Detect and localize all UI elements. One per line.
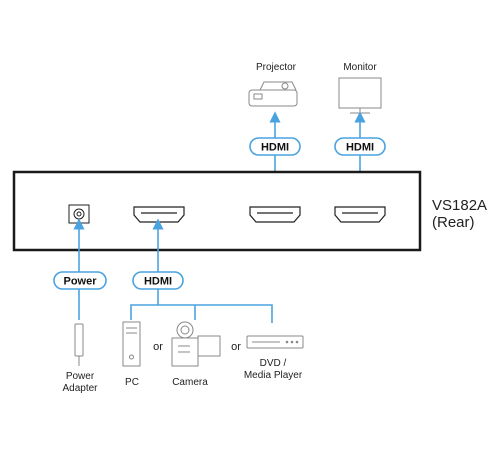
device-model-label: VS182A [432,197,487,214]
svg-text:HDMI: HDMI [261,142,289,154]
svg-text:HDMI: HDMI [144,276,172,288]
monitor-label: Monitor [343,62,377,73]
power-adapter-icon [74,323,84,366]
power-pill: Power [53,271,107,290]
hdmi-input-pill: HDMI [132,271,184,290]
power-adapter-label-2: Adapter [62,383,98,394]
camera-label: Camera [172,377,208,388]
hdmi-out1-port-icon [249,206,301,223]
svg-text:HDMI: HDMI [346,142,374,154]
dvd-label-1: DVD / [260,358,287,369]
pc-icon [122,321,141,367]
dvd-player-icon [246,335,304,349]
hdmi-projector-pill: HDMI [249,137,301,156]
hdmi-monitor-pill: HDMI [334,137,386,156]
projector-icon [248,81,298,107]
or-label-1: or [153,341,163,353]
projector-label: Projector [256,62,297,73]
or-label-2: or [231,341,241,353]
svg-text:Power: Power [63,276,97,288]
monitor-icon [338,77,382,114]
power-adapter-label-1: Power [66,371,95,382]
dvd-label-2: Media Player [244,370,303,381]
hdmi-out2-port-icon [334,206,386,223]
device-rear-panel [12,170,422,252]
cable-hdmi-input-branch [130,304,273,323]
camera-icon [171,321,221,367]
device-view-label: (Rear) [432,214,475,231]
hdmi-in-port-icon [133,206,185,223]
pc-label: PC [125,377,139,388]
